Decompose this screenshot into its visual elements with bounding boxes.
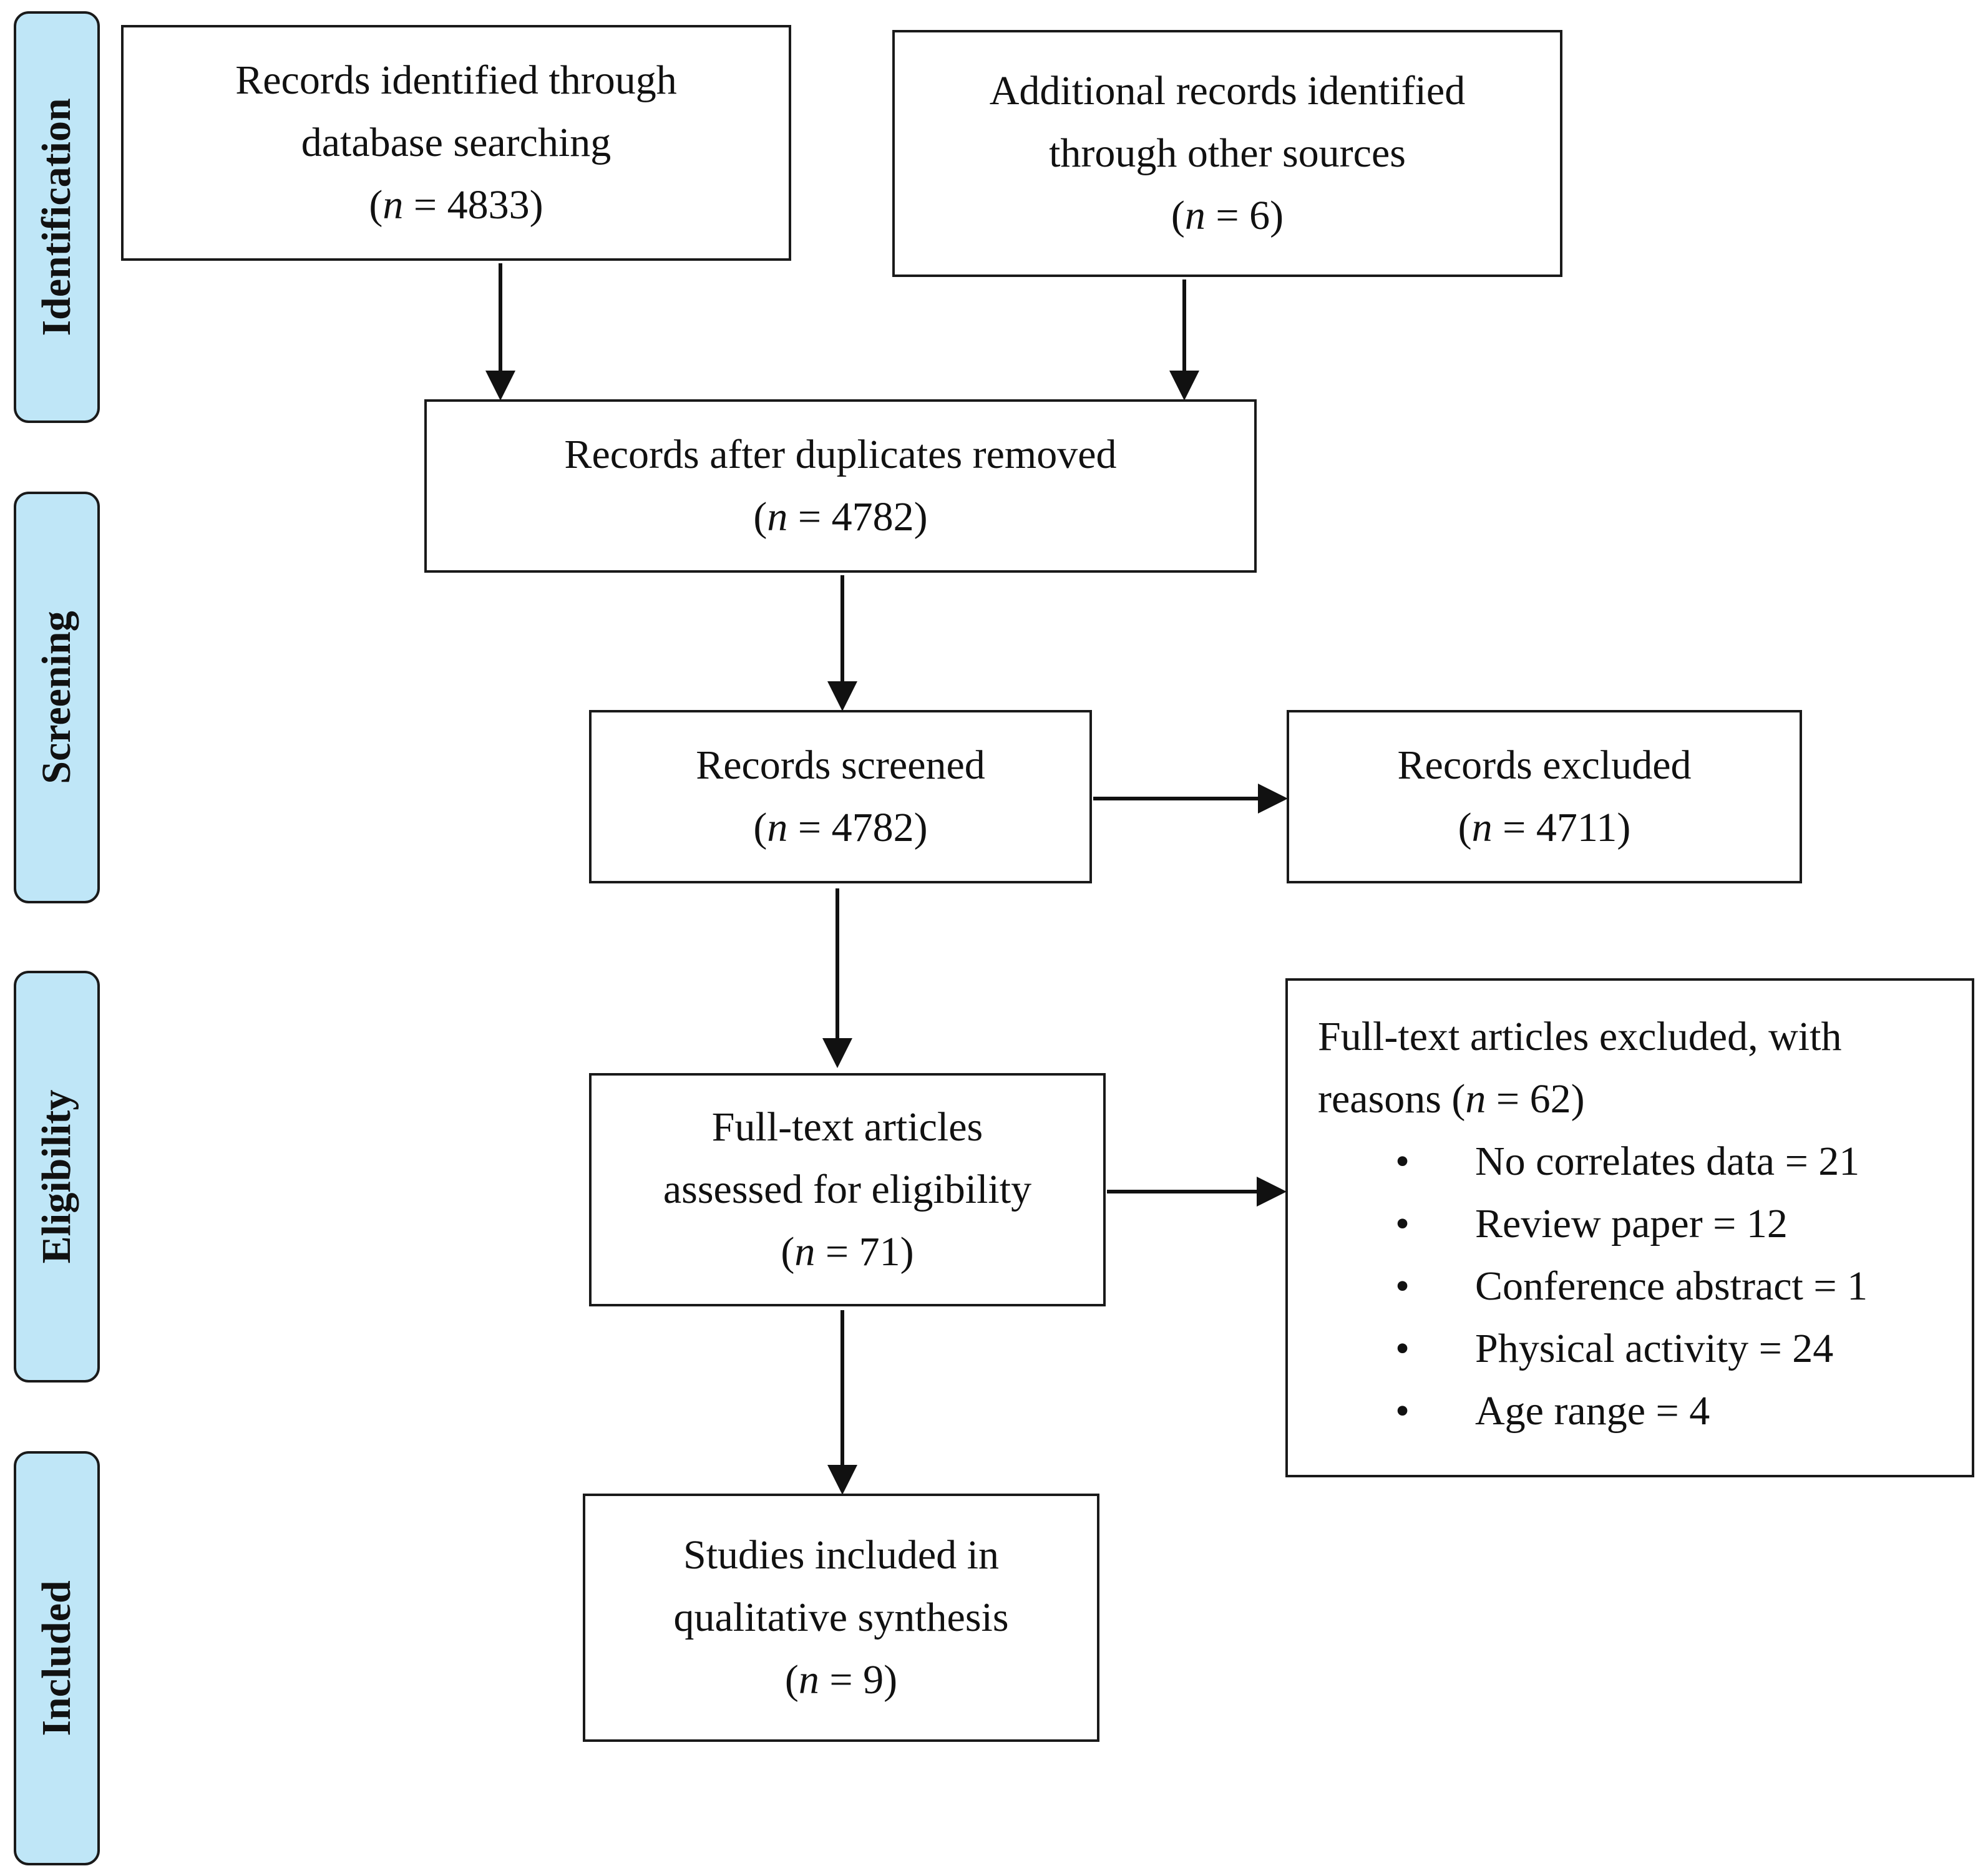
box-database-records: Records identified through database sear…	[121, 25, 791, 261]
exclusion-reason-text: Conference abstract = 1	[1475, 1263, 1868, 1309]
box-studies-included: Studies included in qualitative synthesi…	[583, 1494, 1099, 1742]
box-full-text-excluded-line-1: Full-text articles excluded, with	[1318, 1014, 1842, 1059]
exclusion-reason-item: • Physical activity = 24	[1318, 1318, 1868, 1380]
box-after-duplicates: Records after duplicates removed (n = 47…	[424, 399, 1257, 573]
n-symbol: n	[1465, 1076, 1486, 1122]
box-database-records-line-1: Records identified through	[235, 57, 677, 103]
exclusion-reason-text: Physical activity = 24	[1475, 1326, 1834, 1371]
box-records-excluded-count: (n = 4711)	[1458, 805, 1631, 850]
n-symbol: n	[767, 494, 788, 540]
box-full-text-assessed-line-1: Full-text articles	[711, 1104, 983, 1150]
box-other-sources: Additional records identified through ot…	[892, 30, 1562, 277]
n-symbol: n	[798, 1657, 819, 1703]
count-value: 4782	[831, 805, 914, 850]
count-value: 4711	[1536, 805, 1617, 850]
phase-identification-label: Identification	[34, 98, 79, 336]
box-full-text-assessed-count: (n = 71)	[781, 1229, 914, 1275]
bullet-icon: •	[1395, 1326, 1410, 1371]
n-symbol: n	[1184, 193, 1206, 238]
exclusion-reason-item: • Conference abstract = 1	[1318, 1255, 1868, 1318]
bullet-icon: •	[1395, 1201, 1410, 1247]
box-other-sources-line-2: through other sources	[1049, 130, 1406, 176]
box-studies-included-line-2: qualitative synthesis	[673, 1595, 1009, 1640]
count-value: 4782	[831, 494, 914, 540]
box-other-sources-line-1: Additional records identified	[989, 68, 1466, 114]
exclusion-reason-text: No correlates data = 21	[1475, 1139, 1860, 1184]
box-records-screened-line-1: Records screened	[696, 742, 985, 788]
box-records-excluded-line-1: Records excluded	[1397, 742, 1692, 788]
phase-identification: Identification	[14, 11, 100, 423]
bullet-icon: •	[1395, 1388, 1410, 1434]
box-full-text-assessed-line-2: assessed for eligibility	[663, 1167, 1032, 1212]
box-database-records-count: (n = 4833)	[369, 182, 543, 228]
count-value: 4833	[447, 182, 530, 228]
n-symbol: n	[794, 1229, 816, 1275]
box-other-sources-count: (n = 6)	[1171, 193, 1284, 238]
box-records-screened-count: (n = 4782)	[753, 805, 928, 850]
exclusion-reason-text: Review paper = 12	[1475, 1201, 1788, 1247]
count-value: 6	[1249, 193, 1270, 238]
box-records-excluded: Records excluded (n = 4711)	[1287, 710, 1802, 883]
exclusion-reason-item: • Review paper = 12	[1318, 1193, 1868, 1255]
phase-eligibility: Eligibility	[14, 971, 100, 1383]
n-symbol: n	[382, 182, 404, 228]
exclusion-reasons-list: • No correlates data = 21 • Review paper =…	[1318, 1130, 1868, 1442]
box-after-duplicates-line-1: Records after duplicates removed	[564, 432, 1117, 477]
reasons-prefix: reasons (	[1318, 1076, 1466, 1122]
bullet-icon: •	[1395, 1263, 1410, 1309]
box-studies-included-count: (n = 9)	[784, 1657, 898, 1703]
bullet-icon: •	[1395, 1139, 1410, 1184]
n-symbol: n	[1471, 805, 1493, 850]
box-database-records-line-2: database searching	[301, 120, 611, 165]
box-records-screened: Records screened (n = 4782)	[589, 710, 1092, 883]
exclusion-reason-item: • No correlates data = 21	[1318, 1130, 1868, 1193]
count-value: 71	[859, 1229, 900, 1275]
count-value: 62	[1529, 1076, 1571, 1122]
phase-screening-label: Screening	[34, 611, 79, 784]
box-studies-included-line-1: Studies included in	[683, 1532, 999, 1578]
exclusion-reason-text: Age range = 4	[1475, 1388, 1710, 1434]
phase-included: Included	[14, 1451, 100, 1865]
phase-screening: Screening	[14, 492, 100, 903]
box-full-text-excluded: Full-text articles excluded, with reason…	[1285, 978, 1974, 1477]
phase-eligibility-label: Eligibility	[34, 1089, 79, 1264]
box-after-duplicates-count: (n = 4782)	[753, 494, 928, 540]
n-symbol: n	[767, 805, 788, 850]
phase-included-label: Included	[34, 1580, 79, 1736]
count-value: 9	[863, 1657, 884, 1703]
box-full-text-assessed: Full-text articles assessed for eligibil…	[589, 1073, 1106, 1306]
box-full-text-excluded-line-2: reasons (n = 62)	[1318, 1076, 1585, 1122]
exclusion-reason-item: • Age range = 4	[1318, 1380, 1868, 1442]
